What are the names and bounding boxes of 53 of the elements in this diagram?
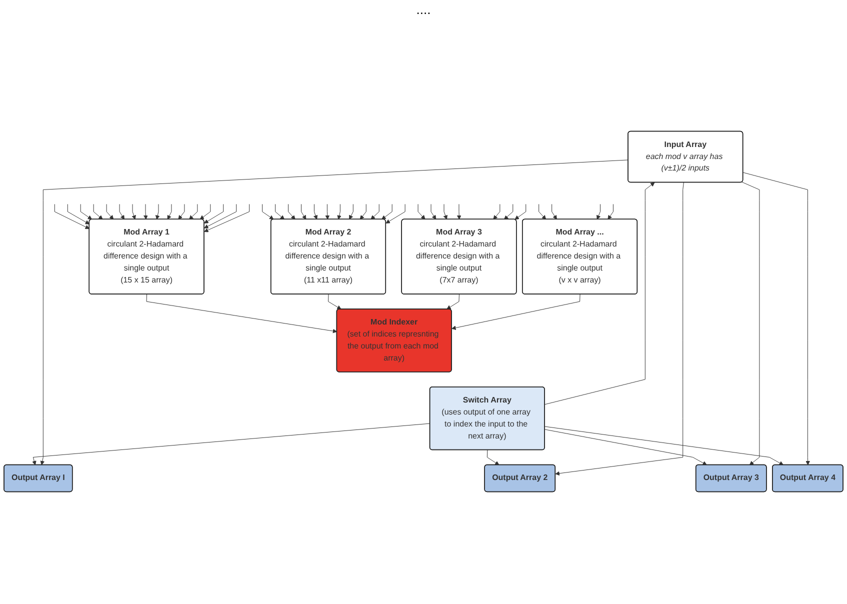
arrow: [146, 294, 338, 334]
arrow: [313, 204, 318, 220]
arrow: [486, 450, 500, 466]
arrow: [370, 204, 380, 220]
arrow: [262, 204, 274, 220]
arrow: [119, 204, 124, 220]
arrow: [552, 204, 557, 220]
arrow: [80, 204, 92, 220]
arrow: [493, 204, 500, 220]
arrow: [514, 204, 526, 220]
arrow: [155, 204, 160, 220]
arrow: [328, 294, 342, 310]
arrow: [360, 204, 366, 220]
arrow: [178, 204, 185, 220]
arrow: [67, 204, 90, 224]
arrow: [544, 182, 655, 405]
arrow: [204, 204, 237, 228]
arrow: [452, 294, 580, 330]
arrow: [106, 204, 114, 220]
arrow: [349, 204, 354, 220]
arrow: [596, 204, 601, 220]
arrow: [504, 204, 514, 220]
arrow: [204, 204, 250, 232]
arrow: [544, 429, 707, 466]
arrow: [382, 204, 392, 220]
arrow: [446, 294, 460, 310]
arrow: [204, 204, 224, 224]
arrow: [301, 204, 306, 220]
arrow: [188, 204, 198, 220]
arrow: [337, 204, 342, 220]
arrow: [418, 204, 426, 220]
arrow: [443, 204, 448, 220]
arrow: [32, 423, 430, 466]
arrow: [200, 204, 211, 220]
ellipsis-note: ....: [416, 2, 431, 17]
arrow: [456, 204, 462, 220]
arrow: [167, 204, 172, 220]
arrow: [555, 182, 684, 476]
arrow: [430, 204, 436, 220]
arrow: [132, 204, 136, 220]
arrow: [742, 182, 760, 466]
arrow: [386, 204, 406, 224]
arrow: [325, 204, 330, 220]
arrow: [742, 172, 810, 466]
arrow: [40, 160, 628, 466]
arrow: [144, 204, 148, 220]
arrow: [275, 204, 285, 220]
arrow: [288, 204, 296, 220]
arrow: [608, 204, 614, 220]
arrow: [54, 204, 90, 229]
arrow: [93, 204, 103, 220]
arrow: [544, 426, 784, 466]
arrow: [538, 204, 546, 220]
